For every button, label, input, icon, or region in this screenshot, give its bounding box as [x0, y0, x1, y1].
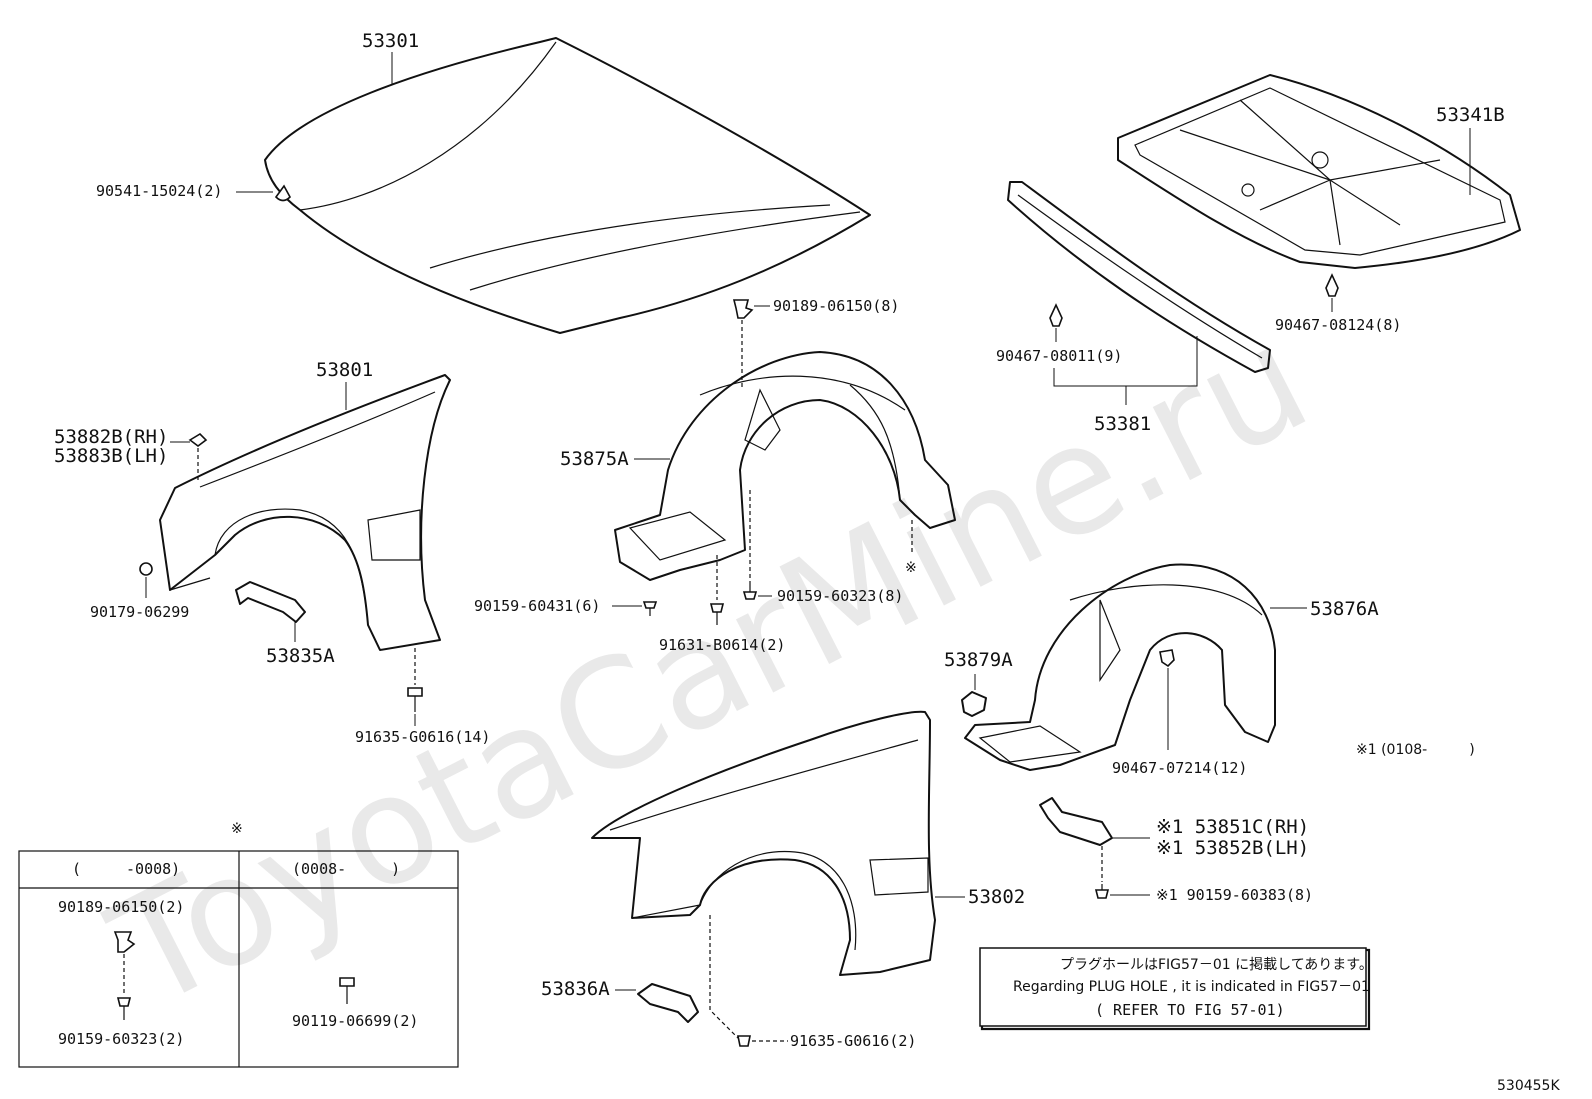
label-hood: 53301	[362, 30, 419, 52]
fender-bracket-rh-lh[interactable]	[1039, 797, 1113, 846]
hood-seal[interactable]	[1007, 181, 1271, 373]
label-bracket-lh: ※1 53852B(LH)	[1156, 837, 1309, 859]
label-liner-screw-6: 90159-60431(6)	[474, 597, 600, 615]
notice-line2: Regarding PLUG HOLE , it is indicated in…	[1013, 979, 1370, 995]
table-clip-icon	[113, 931, 136, 953]
label-hood-bolt: 90541-15024(2)	[96, 182, 222, 200]
variant-table	[18, 850, 459, 1068]
table-screw-icon	[116, 997, 132, 1020]
label-bracket-35: 53835A	[266, 645, 335, 667]
label-fender-lower: 53802	[968, 886, 1025, 908]
label-bracket-36: 53836A	[541, 978, 610, 1000]
label-liner-front: 53875A	[560, 448, 629, 470]
table-col1-header: ( -0008)	[72, 860, 180, 878]
insulator-clip-icon	[1325, 273, 1339, 297]
label-liner-bolt: 91631-B0614(2)	[659, 636, 785, 654]
label-liner-rear: 53876A	[1310, 598, 1379, 620]
liner-bolt-icon	[709, 603, 725, 625]
table-bolt-icon	[339, 977, 355, 1004]
label-fender-bolt-2: 91635-G0616(2)	[790, 1032, 916, 1050]
label-insulator: 53341B	[1436, 104, 1505, 126]
notice-line3: ( REFER TO FIG 57-01)	[1095, 1001, 1285, 1019]
label-liner-rear-clip: 90467-07214(12)	[1112, 759, 1247, 777]
fender-bracket-35[interactable]	[235, 581, 306, 623]
liner-screw-8-icon	[742, 585, 758, 600]
label-liner-screw-8: 90159-60323(8)	[777, 587, 903, 605]
label-fender-bolt-14: 91635-G0616(14)	[355, 728, 490, 746]
table-col1-part-b: 90159-60323(2)	[58, 1030, 184, 1048]
notice-line1: プラグホールはFIG57－01 に掲載してあります。	[1060, 957, 1373, 973]
front-fender-upper[interactable]	[159, 374, 451, 651]
diagram-code: 530455K	[1497, 1078, 1560, 1094]
label-fender-lh: 53883B(LH)	[54, 445, 168, 467]
label-liner-bracket: 53879A	[944, 649, 1013, 671]
hood-bolt-icon	[274, 184, 291, 202]
label-bracket-screw: ※1 90159-60383(8)	[1156, 886, 1313, 904]
rear-wheel-liner[interactable]	[964, 563, 1276, 771]
label-liner-clip: 90189-06150(8)	[773, 297, 899, 315]
label-fender-cushion: 90179-06299	[90, 603, 189, 621]
front-wheel-liner[interactable]	[614, 351, 956, 581]
label-bracket-rh: ※1 53851C(RH)	[1156, 816, 1309, 838]
label-seal-clip: 90467-08011(9)	[996, 347, 1122, 365]
hood-insulator[interactable]	[1117, 74, 1521, 269]
table-col2-header: (0008- )	[292, 860, 400, 878]
label-fender-upper: 53801	[316, 359, 373, 381]
fender-clip-icon	[188, 432, 208, 447]
fender-bolt-icon	[407, 687, 423, 712]
liner-bracket-icon[interactable]	[961, 691, 987, 717]
table-col1-part-a: 90189-06150(2)	[58, 898, 184, 916]
fender-cushion-icon	[139, 562, 153, 576]
table-col2-part: 90119-06699(2)	[292, 1012, 418, 1030]
liner-screw-6-icon	[642, 601, 658, 616]
liner-ref-mark: ※	[905, 560, 917, 576]
bracket-screw-icon	[1094, 884, 1110, 899]
note-1: ※1 (0108- )	[1356, 742, 1475, 758]
fender-bracket-36[interactable]	[637, 983, 699, 1023]
table-mark: ※	[231, 821, 243, 837]
hood-panel[interactable]	[264, 37, 871, 334]
fender-bolt-2-icon	[737, 1035, 751, 1047]
liner-rear-clip-icon	[1159, 649, 1175, 668]
seal-clip-icon	[1049, 303, 1063, 327]
label-seal: 53381	[1094, 413, 1151, 435]
label-insulator-clip: 90467-08124(8)	[1275, 316, 1401, 334]
label-fender-rh: 53882B(RH)	[54, 426, 168, 448]
notice-box	[979, 947, 1371, 1031]
front-fender-lower[interactable]	[591, 710, 936, 976]
liner-clip-icon	[732, 299, 754, 319]
